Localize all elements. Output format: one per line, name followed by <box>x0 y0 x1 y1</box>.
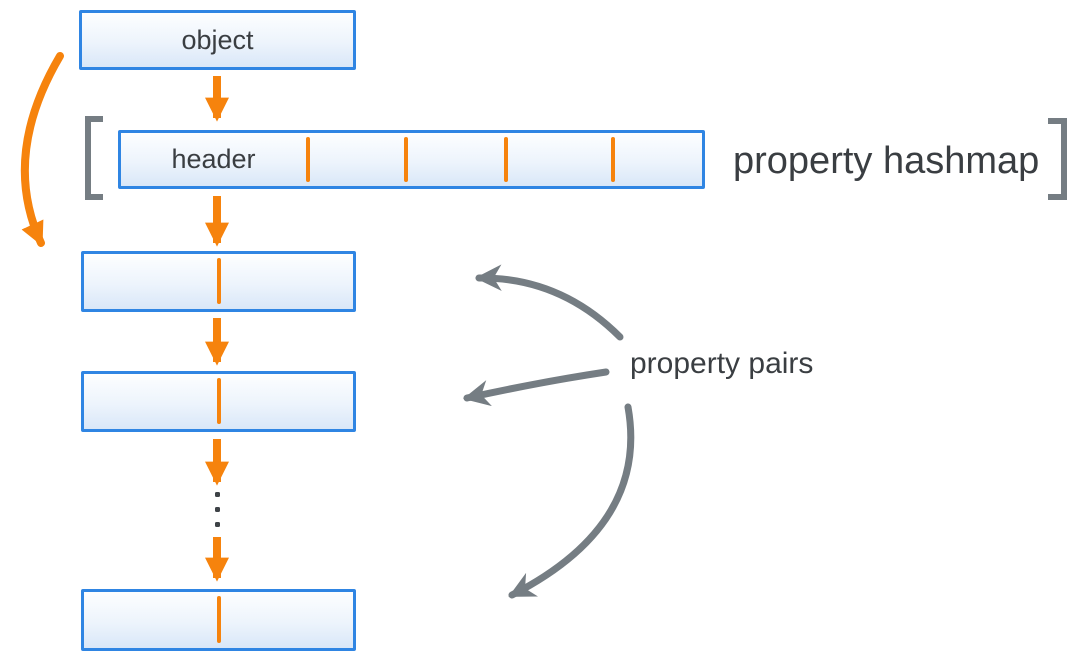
pair-divider <box>216 596 221 643</box>
ellipsis-dot <box>215 507 220 512</box>
gray-curved-arrow-icon <box>475 264 624 341</box>
vertical-ellipsis-icon <box>215 492 220 527</box>
object-box: object <box>79 10 356 70</box>
property-pair-box-1 <box>81 251 356 312</box>
slot-divider <box>306 137 310 182</box>
pair-divider <box>216 258 221 304</box>
slot-divider <box>504 137 508 182</box>
gray-curved-arrow-icon <box>508 403 635 599</box>
header-cell: header <box>121 144 306 175</box>
square-bracket-left-icon <box>85 116 103 200</box>
orange-curved-arrow-icon <box>20 52 64 247</box>
property-pair-box-3 <box>81 589 356 651</box>
ellipsis-dot <box>215 492 220 497</box>
property-pairs-label: property pairs <box>630 347 814 380</box>
square-bracket-right-icon <box>1048 118 1067 200</box>
slot-divider <box>404 137 408 182</box>
slot-divider <box>611 137 615 182</box>
gray-curved-arrow-icon <box>463 368 610 407</box>
property-hashmap-box: header <box>118 130 705 189</box>
pair-divider <box>216 378 221 424</box>
object-label: object <box>181 24 254 55</box>
property-hashmap-label: property hashmap <box>733 140 1040 182</box>
header-label: header <box>171 144 256 174</box>
property-pair-box-2 <box>81 371 356 432</box>
ellipsis-dot <box>215 522 220 527</box>
